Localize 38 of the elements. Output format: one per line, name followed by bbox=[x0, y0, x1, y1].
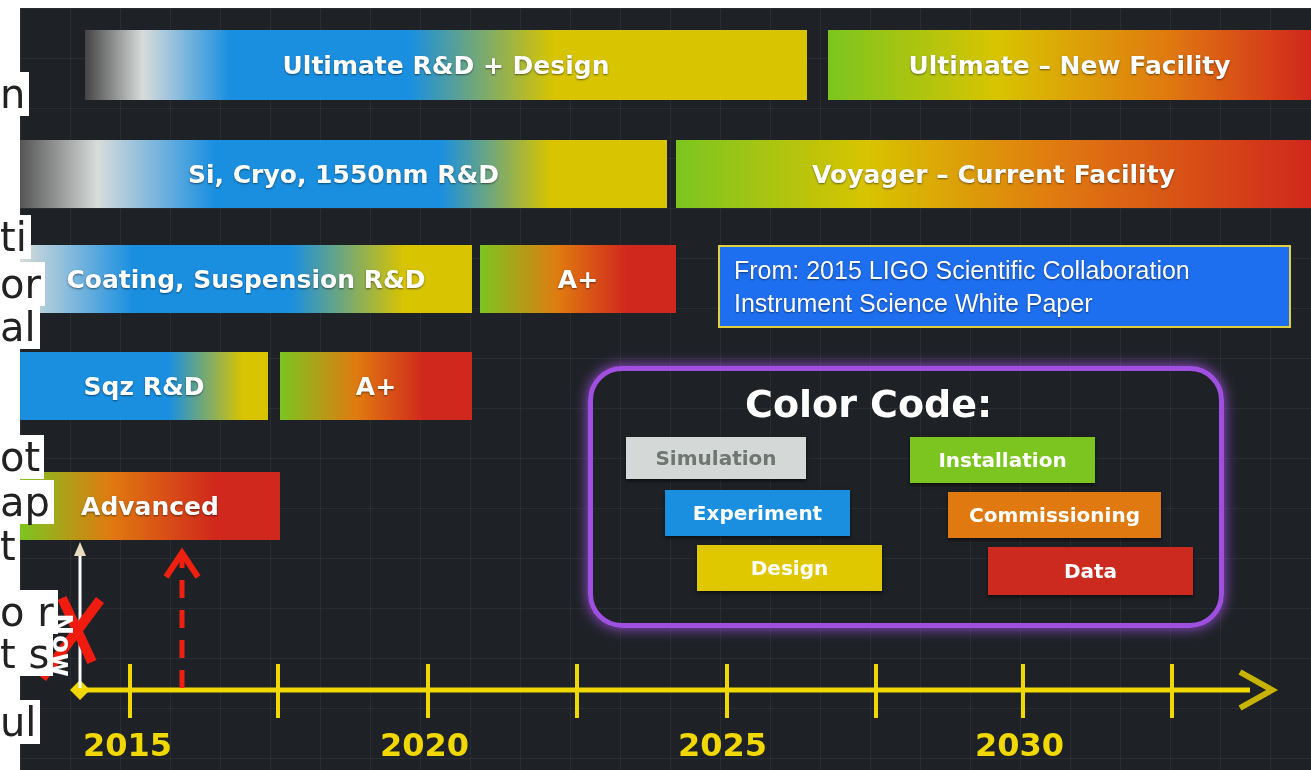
text-fragment: ul bbox=[0, 700, 41, 744]
text-fragment: o r bbox=[0, 590, 58, 634]
year-label: 2020 bbox=[380, 726, 470, 764]
text-fragment: n bbox=[0, 72, 30, 116]
note-text: From: 2015 LIGO Scientific Collaboration Instrument Science White Paper bbox=[734, 255, 1191, 319]
phase-bar bbox=[280, 352, 472, 420]
text-fragment: ti bbox=[0, 215, 31, 259]
bar-label: Ultimate – New Facility bbox=[908, 50, 1231, 80]
legend-label: Experiment bbox=[692, 501, 823, 525]
year-label: 2015 bbox=[83, 726, 173, 764]
phase-bar bbox=[828, 30, 1311, 100]
legend-label: Installation bbox=[938, 448, 1067, 472]
bar-label: Voyager – Current Facility bbox=[812, 159, 1175, 189]
source-note bbox=[718, 245, 1291, 328]
legend-title: Color Code: bbox=[745, 382, 993, 426]
phase-bar bbox=[676, 140, 1311, 208]
legend-label: Commissioning bbox=[969, 503, 1140, 527]
bar-label: A+ bbox=[557, 264, 599, 294]
bar-label: Si, Cryo, 1550nm R&D bbox=[187, 159, 500, 189]
text-fragment: t s bbox=[0, 632, 54, 676]
phase-bar bbox=[20, 140, 667, 208]
legend-label: Data bbox=[1063, 559, 1118, 583]
legend-label: Design bbox=[750, 556, 829, 580]
phase-bar bbox=[480, 245, 676, 313]
bar-label: Sqz R&D bbox=[83, 371, 205, 401]
phase-bar bbox=[85, 30, 807, 100]
text-fragment: ot bbox=[0, 435, 45, 479]
bar-label: Ultimate R&D + Design bbox=[282, 50, 610, 80]
legend-label: Simulation bbox=[655, 446, 777, 470]
bar-label: A+ bbox=[355, 371, 397, 401]
phase-bar bbox=[20, 352, 268, 420]
year-label: 2030 bbox=[975, 726, 1065, 764]
text-fragment: or bbox=[0, 262, 45, 306]
text-fragment: ap bbox=[0, 480, 54, 524]
bar-label: Coating, Suspension R&D bbox=[66, 264, 426, 294]
bar-label: Advanced bbox=[81, 491, 219, 521]
year-label: 2025 bbox=[678, 726, 768, 764]
text-fragment: al bbox=[0, 305, 40, 349]
